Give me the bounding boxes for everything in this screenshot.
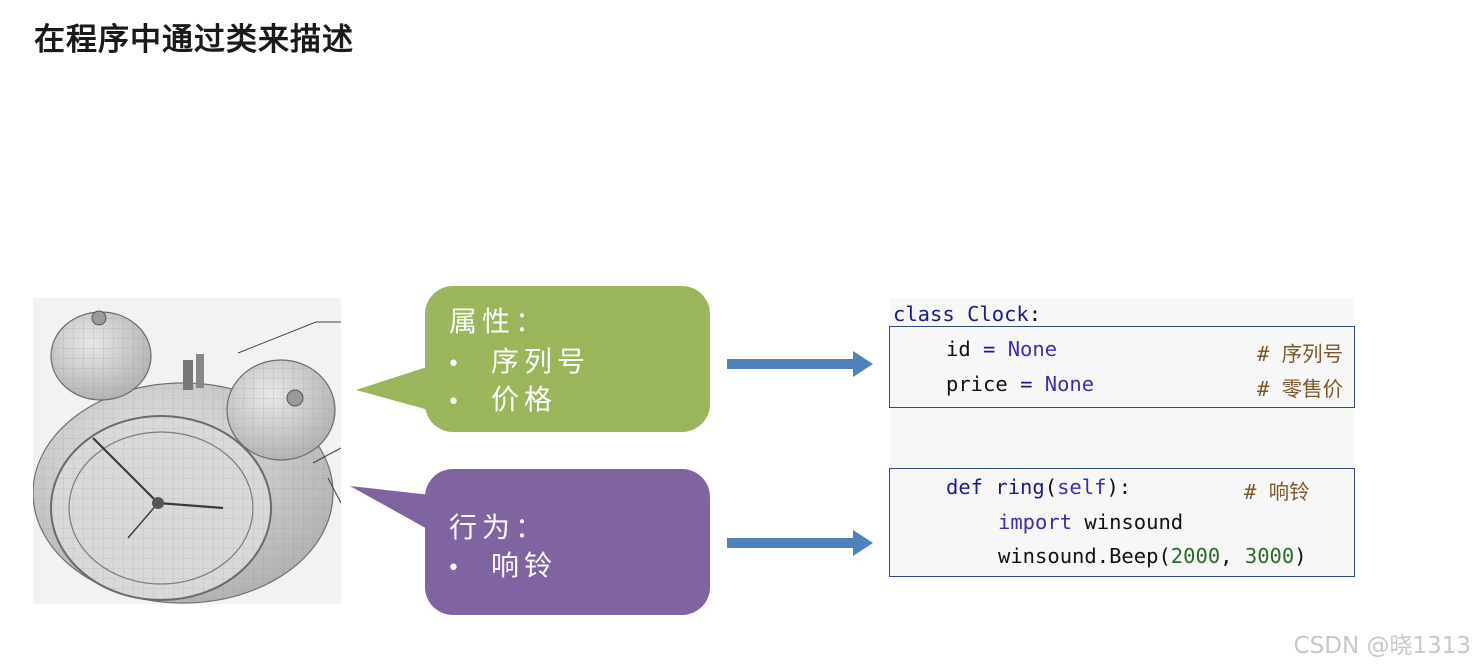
attribute-item: •序列号: [447, 345, 591, 378]
attribute-price-line: price = None: [946, 372, 1095, 396]
watermark: CSDN @晓1313: [1293, 633, 1471, 659]
method-comment: # 响铃: [1244, 480, 1310, 504]
class-definition-line: class Clock:: [893, 302, 1042, 326]
behavior-heading: 行为：: [449, 511, 549, 544]
attribute-id-line: id = None: [946, 337, 1058, 361]
method-code-box: [889, 468, 1355, 577]
attribute-price-comment: # 零售价: [1257, 377, 1344, 401]
method-definition-line: def ring(self):: [946, 475, 1132, 499]
page-title: 在程序中通过类来描述: [34, 22, 354, 58]
attribute-id-comment: # 序列号: [1257, 342, 1344, 366]
attributes-heading: 属性：: [449, 305, 549, 338]
behavior-callout: 行为： •响铃: [425, 469, 710, 615]
code-panel: [890, 298, 1354, 576]
attribute-item: •价格: [447, 383, 558, 416]
arrow-to-method-icon: [727, 530, 873, 556]
import-line: import winsound: [998, 510, 1184, 534]
attributes-callout-tail: [356, 364, 436, 412]
attributes-callout: 属性： •序列号 •价格: [425, 286, 710, 432]
attributes-code-box: [889, 326, 1355, 408]
alarm-clock-image: [33, 298, 341, 604]
beep-call-line: winsound.Beep(2000, 3000): [998, 544, 1307, 568]
behavior-item: •响铃: [447, 549, 558, 582]
behavior-callout-tail: [350, 486, 440, 536]
arrow-to-attributes-icon: [727, 351, 873, 377]
